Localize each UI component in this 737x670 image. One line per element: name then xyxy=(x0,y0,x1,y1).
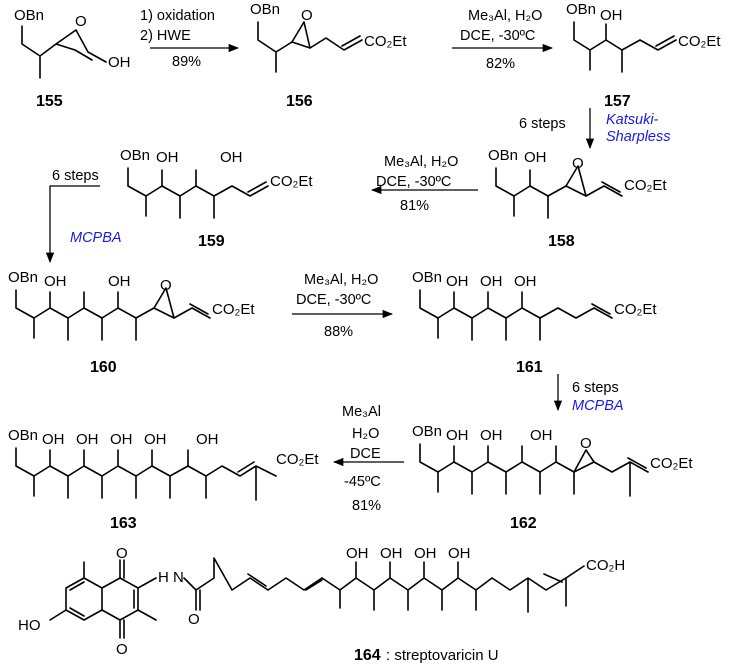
compound-164-structure: O O HO H N O OH OH OH OH CO₂H xyxy=(18,545,625,658)
oh-label: OH xyxy=(446,427,469,444)
co2et-label: CO₂Et xyxy=(624,177,667,194)
cond-6b: DCE, -30ºC xyxy=(296,292,371,308)
oh-label: OH xyxy=(446,273,469,290)
compound-159-structure: OBn OH OH CO₂Et xyxy=(120,147,313,219)
oh-label: OH xyxy=(600,7,623,24)
cond-4a: Me₃Al, H₂O xyxy=(384,154,458,170)
epoxide-o: O xyxy=(572,155,584,172)
compound-number-158: 158 xyxy=(548,233,575,250)
oh-label: OH xyxy=(110,431,133,448)
oh-label: OH xyxy=(144,431,167,448)
epoxide-o: O xyxy=(580,435,592,452)
co2et-label: CO₂Et xyxy=(364,33,407,50)
obn-label: OBn xyxy=(8,427,38,444)
cond-8c: DCE xyxy=(350,446,381,462)
oh-label: OH xyxy=(220,149,243,166)
oh-label: OH xyxy=(514,273,537,290)
oh-label: OH xyxy=(44,273,67,290)
obn-label: OBn xyxy=(488,147,518,164)
compound-number-163: 163 xyxy=(110,515,137,532)
oh-label: OH xyxy=(414,545,437,562)
oh-label: OH xyxy=(530,427,553,444)
epoxide-o: O xyxy=(160,277,172,294)
obn-label: OBn xyxy=(566,1,596,18)
cond-6c: 88% xyxy=(324,324,353,340)
compound-name-164: : streptovaricin U xyxy=(386,647,499,664)
compound-number-160: 160 xyxy=(90,359,117,376)
compound-157-structure: OBn OH CO₂Et xyxy=(566,1,721,73)
obn-label: OBn xyxy=(250,1,280,18)
cond-2c: 82% xyxy=(486,56,515,72)
cond-1a: 1) oxidation xyxy=(140,8,215,24)
cond-4c: 81% xyxy=(400,198,429,214)
oh-label: OH xyxy=(480,427,503,444)
obn-label: OBn xyxy=(8,269,38,286)
oh-label: OH xyxy=(196,431,219,448)
oh-label: OH xyxy=(76,431,99,448)
epoxide-o: O xyxy=(301,7,313,24)
obn-label: OBn xyxy=(412,423,442,440)
epoxide-o: O xyxy=(75,13,87,30)
oh-label: OH xyxy=(524,149,547,166)
oh-label: OH xyxy=(108,273,131,290)
compound-158-structure: OBn OH O CO₂Et xyxy=(488,147,667,219)
ho-label: HO xyxy=(18,617,41,634)
cond-5b: MCPBA xyxy=(70,230,122,246)
cond-8d: -45ºC xyxy=(344,474,381,490)
obn-label: OBn xyxy=(120,147,150,164)
compound-156-structure: OBn O CO₂Et xyxy=(250,1,407,73)
cond-5a: 6 steps xyxy=(52,168,99,184)
cond-8b: H₂O xyxy=(352,426,379,442)
amide-o: O xyxy=(188,611,200,628)
obn-label: OBn xyxy=(412,269,442,286)
nh-label: H N xyxy=(158,569,184,586)
compound-162-structure: OBn OH OH OH O CO₂Et xyxy=(412,423,693,497)
compound-number-161: 161 xyxy=(516,359,543,376)
cond-8e: 81% xyxy=(352,498,381,514)
compound-number-155: 155 xyxy=(36,93,63,110)
co2et-label: CO₂Et xyxy=(270,173,313,190)
compound-number-156: 156 xyxy=(286,93,313,110)
quinone-o: O xyxy=(116,641,128,658)
cond-2a: Me₃Al, H₂O xyxy=(468,8,542,24)
oh-label: OH xyxy=(346,545,369,562)
cond-2b: DCE, -30ºC xyxy=(460,28,535,44)
compound-number-162: 162 xyxy=(510,515,537,532)
oh-label: OH xyxy=(380,545,403,562)
quinone-o: O xyxy=(116,545,128,562)
oh-label: OH xyxy=(156,149,179,166)
cond-7b: MCPBA xyxy=(572,398,624,414)
cond-7a: 6 steps xyxy=(572,380,619,396)
co2et-label: CO₂Et xyxy=(614,301,657,318)
arrow-5 xyxy=(45,185,100,264)
cond-1c: 89% xyxy=(172,54,201,70)
co2et-label: CO₂Et xyxy=(678,33,721,50)
compound-number-159: 159 xyxy=(198,233,225,250)
cond-3c: Sharpless xyxy=(606,129,670,145)
cond-3a: 6 steps xyxy=(519,116,566,132)
co2h-label: CO₂H xyxy=(586,557,625,574)
co2et-label: CO₂Et xyxy=(212,301,255,318)
cond-8a: Me₃Al xyxy=(342,404,381,420)
oh-label: OH xyxy=(42,431,65,448)
co2et-label: CO₂Et xyxy=(650,455,693,472)
obn-label: OBn xyxy=(14,7,44,24)
oh-label: OH xyxy=(448,545,471,562)
cond-4b: DCE, -30ºC xyxy=(376,174,451,190)
cond-3b: Katsuki- xyxy=(606,112,659,128)
compound-161-structure: OBn OH OH OH CO₂Et xyxy=(412,269,657,341)
co2et-label: CO₂Et xyxy=(276,451,319,468)
compound-163-structure: OBn OH OH OH OH OH CO₂Et xyxy=(8,427,319,501)
compound-number-164: 164 xyxy=(354,647,381,664)
cond-6a: Me₃Al, H₂O xyxy=(304,272,378,288)
cond-1b: 2) HWE xyxy=(140,28,191,44)
compound-155-structure: OBn OH O xyxy=(14,7,131,79)
compound-160-structure: OBn OH OH O CO₂Et xyxy=(8,269,255,341)
compound-number-157: 157 xyxy=(604,93,631,110)
oh-label: OH xyxy=(480,273,503,290)
oh-label: OH xyxy=(108,54,131,71)
